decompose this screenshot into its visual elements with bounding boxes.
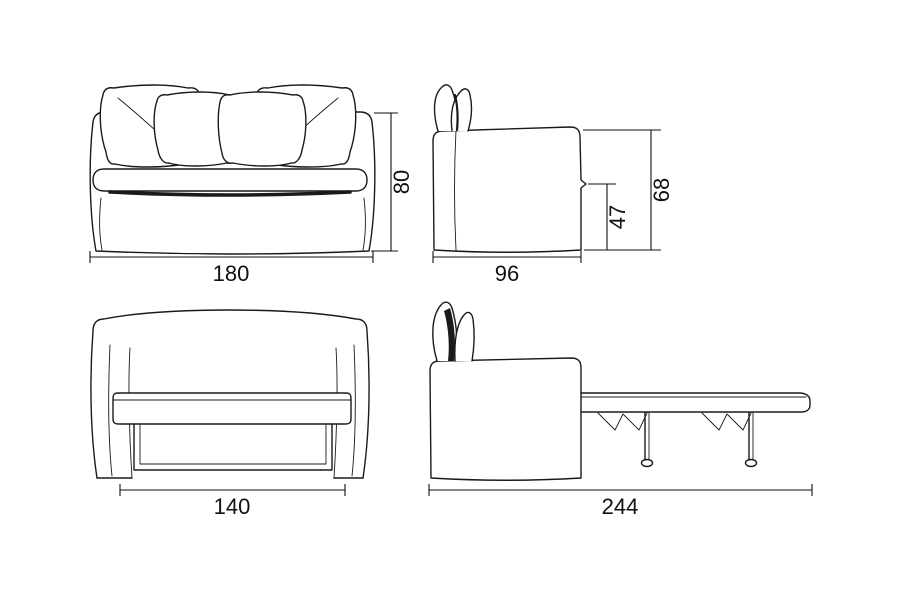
bed-platform-outline: [580, 392, 811, 413]
front-pillow-right: [217, 91, 307, 167]
right-arm-fold: [351, 344, 356, 477]
side-view-dimensions: 47 68 96: [432, 129, 674, 286]
open-width-dimension-label: 140: [214, 494, 251, 519]
open-frame-body-outline: [90, 309, 370, 479]
front-leg-wheel: [640, 458, 654, 468]
side-view-bed-open: [429, 301, 811, 481]
standing-pillow-shadow: [444, 308, 455, 361]
depth-dimension-label: 96: [495, 261, 519, 286]
height-dimension-label: 80: [389, 170, 414, 194]
rear-leg-wheel: [744, 458, 758, 468]
seat-height-dimension-label: 47: [605, 205, 630, 229]
folding-bracket-rear: [701, 412, 752, 431]
front-view-open-frame: [90, 309, 370, 479]
frame-inner: [139, 423, 327, 465]
folding-bracket-front: [597, 412, 648, 431]
side-body-outline: [432, 126, 587, 253]
overall-height-dimension-label: 68: [649, 178, 674, 202]
open-front-dimensions: 140: [119, 484, 346, 519]
seat-cushion: [92, 168, 368, 192]
seat-bench-slab: [112, 392, 352, 425]
frame-outer: [133, 423, 333, 471]
width-dimension-label: 180: [213, 261, 250, 286]
side-back-panel-line: [454, 129, 457, 251]
left-arm-fold: [108, 344, 113, 477]
open-side-dimensions: 244: [428, 484, 813, 519]
left-arm-fold-line: [99, 197, 103, 251]
sofa-body-outline: [89, 111, 376, 255]
side-view-closed: [432, 84, 587, 253]
open-length-dimension-label: 244: [602, 494, 639, 519]
standing-pillow-front-fold: [454, 311, 475, 362]
seat-cushion-shadow: [108, 190, 352, 197]
side-pillow-shadow-line: [453, 93, 459, 132]
right-arm-fold-line: [362, 197, 366, 251]
open-sofa-body-outline: [429, 357, 582, 481]
front-view-closed: [89, 84, 376, 255]
front-view-dimensions: 80 180: [89, 112, 414, 286]
